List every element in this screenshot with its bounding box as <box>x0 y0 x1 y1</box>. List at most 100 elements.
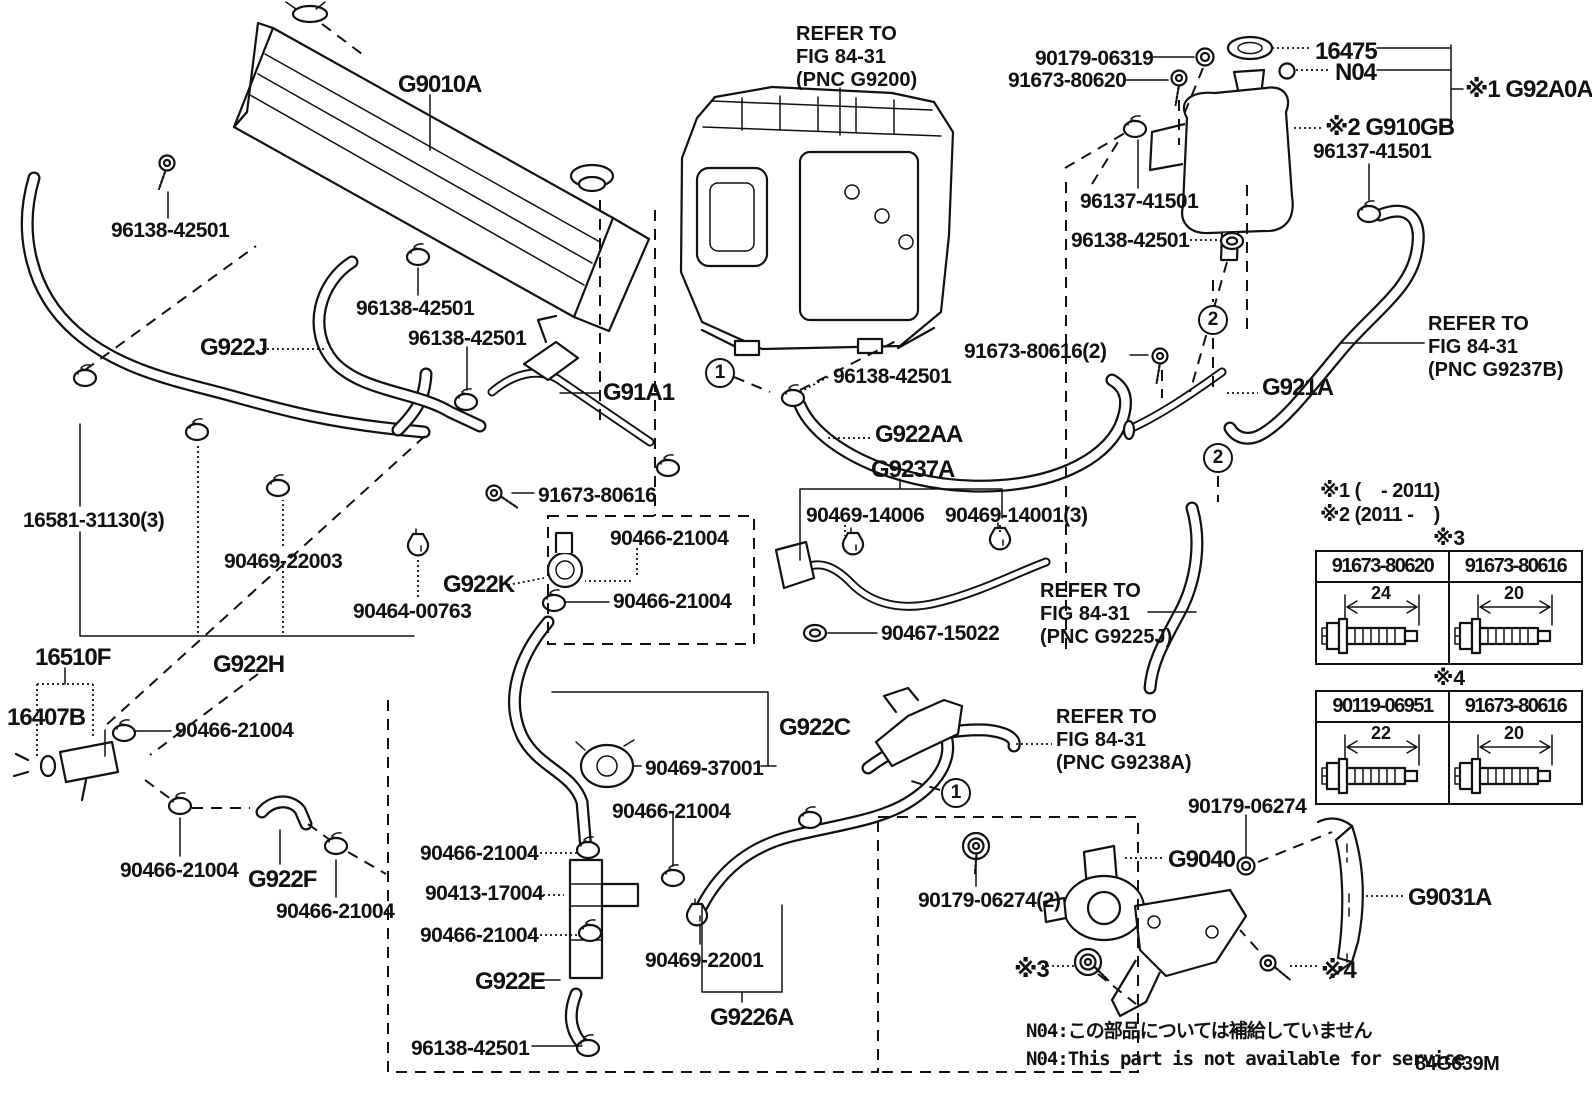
label-90469-14001-3: 90469-14001(3) <box>945 504 1088 527</box>
label-N04-This-part-is-not-available-for-service: N04:This part is not available for servi… <box>1026 1048 1465 1070</box>
label-4: ※4 <box>1321 957 1357 984</box>
label-90413-17004: 90413-17004 <box>425 882 544 905</box>
label-91673-80616: 91673-80616 <box>538 484 657 507</box>
label-1-2011: ※1 ( - 2011) <box>1320 480 1440 502</box>
label-G922H: G922H <box>213 651 285 678</box>
label-2-G910GB: ※2 G910GB <box>1325 114 1455 141</box>
label-96138-42501: 96138-42501 <box>1071 229 1190 252</box>
label-N04: N04:この部品については補給していません <box>1026 1020 1373 1042</box>
label-96138-42501: 96138-42501 <box>356 297 475 320</box>
label-G922E: G922E <box>475 968 546 995</box>
label-G9237A: G9237A <box>871 456 955 483</box>
leader-lines-dotted <box>36 47 1404 967</box>
label-G9010A: G9010A <box>398 71 482 98</box>
label-90466-21004: 90466-21004 <box>610 527 729 550</box>
label-90466-21004: 90466-21004 <box>420 924 539 947</box>
leader-lines-solid <box>64 44 1464 1047</box>
label-3: ※3 <box>1014 956 1050 983</box>
label-2-2011: ※2 (2011 - ) <box>1320 504 1440 526</box>
label-90469-22001: 90469-22001 <box>645 949 764 972</box>
label-G922K: G922K <box>443 571 515 598</box>
callout-circle-1: 1 <box>941 778 971 808</box>
bolt-spec-table-note4: ※4 90119-06951 22 91673-80616 <box>1315 667 1583 805</box>
label-G922J: G922J <box>200 334 268 361</box>
bolt-drawing <box>1321 734 1420 795</box>
dashed-box-center <box>547 515 755 645</box>
refer-note-line: (PNC G9238A) <box>1056 752 1192 774</box>
label-G9040: G9040 <box>1168 846 1236 873</box>
label-16475: 16475 <box>1315 38 1378 65</box>
label-91673-80620: 91673-80620 <box>1008 69 1127 92</box>
construction-lines-dashed <box>84 67 1333 1005</box>
label-G9226A: G9226A <box>710 1004 794 1031</box>
bolt-part-number: 90119-06951 <box>1317 692 1448 723</box>
refer-note-line: REFER TO <box>1040 580 1141 602</box>
refer-note-line: FIG 84-31 <box>1428 336 1519 358</box>
label-G921A: G921A <box>1262 374 1334 401</box>
label-N04: N04 <box>1335 59 1377 86</box>
refer-note-line: (PNC G9225J) <box>1040 626 1173 648</box>
label-96137-41501: 96137-41501 <box>1313 140 1432 163</box>
spec-column: 90119-06951 22 <box>1317 692 1448 803</box>
label-90179-06274: 90179-06274 <box>1188 795 1307 818</box>
bolt-length-dim: 20 <box>1504 723 1525 743</box>
label-96138-42501: 96138-42501 <box>408 327 527 350</box>
label-90466-21004: 90466-21004 <box>120 859 239 882</box>
refer-note-line: (PNC G9237B) <box>1428 359 1564 381</box>
hoses-and-parts-drawing <box>12 171 1425 1053</box>
label-16510F: 16510F <box>35 644 111 671</box>
label-96138-42501: 96138-42501 <box>833 365 952 388</box>
label-90466-21004: 90466-21004 <box>613 590 732 613</box>
reservoir-tank-drawing <box>1148 35 1296 262</box>
label-90179-06319: 90179-06319 <box>1035 47 1154 70</box>
table-marker: ※3 <box>1432 527 1466 550</box>
label-G922C: G922C <box>779 714 851 741</box>
label-16407B: 16407B <box>7 704 86 731</box>
label-90469-37001: 90469-37001 <box>645 757 764 780</box>
callout-circle-2: 2 <box>1203 443 1233 473</box>
spec-column: 91673-80616 20 <box>1448 692 1581 803</box>
label-96138-42501: 96138-42501 <box>111 219 230 242</box>
label-G91A1: G91A1 <box>603 379 675 406</box>
label-90464-00763: 90464-00763 <box>353 600 472 623</box>
refer-note-line: (PNC G9200) <box>796 69 918 91</box>
label-G9031A: G9031A <box>1408 884 1492 911</box>
label-91673-80616-2: 91673-80616(2) <box>964 340 1107 363</box>
refer-note-line: FIG 84-31 <box>1040 603 1131 625</box>
table-marker: ※4 <box>1432 667 1466 690</box>
refer-note-line: REFER TO <box>1056 706 1157 728</box>
inverter-drawing <box>679 85 955 357</box>
label-16581-31130-3: 16581-31130(3) <box>23 509 165 532</box>
label-90467-15022: 90467-15022 <box>881 622 1000 645</box>
bolt-spec-table-note3: ※3 91673-80620 24 91673-80616 <box>1315 527 1583 665</box>
label-90179-06274-2: 90179-06274(2) <box>918 889 1061 912</box>
radiator-drawing <box>232 1 651 333</box>
label-96137-41501: 96137-41501 <box>1080 190 1199 213</box>
callout-circle-1: 1 <box>705 358 735 388</box>
bolt-drawing <box>1321 594 1420 655</box>
label-90466-21004: 90466-21004 <box>420 842 539 865</box>
bolt-length-dim: 24 <box>1371 583 1392 603</box>
label-96138-42501: 96138-42501 <box>411 1037 530 1060</box>
refer-note-line: REFER TO <box>1428 313 1529 335</box>
label-90466-21004: 90466-21004 <box>276 900 395 923</box>
bolt-part-number: 91673-80620 <box>1317 552 1448 583</box>
bolt-length-dim: 20 <box>1504 583 1525 603</box>
label-90469-22003: 90469-22003 <box>224 550 343 573</box>
callout-circle-2: 2 <box>1198 305 1228 335</box>
bolt-part-number: 91673-80616 <box>1450 552 1581 583</box>
dashed-boundary-bottom <box>387 700 1139 1073</box>
label-1-G92A0A: ※1 G92A0A <box>1465 76 1592 103</box>
bolt-drawing <box>1454 594 1553 655</box>
label-G922AA: G922AA <box>875 421 963 448</box>
label-90466-21004: 90466-21004 <box>612 800 731 823</box>
refer-note-line: FIG 84-31 <box>1056 729 1147 751</box>
bolt-drawing <box>1454 734 1553 795</box>
label-90466-21004: 90466-21004 <box>175 719 294 742</box>
